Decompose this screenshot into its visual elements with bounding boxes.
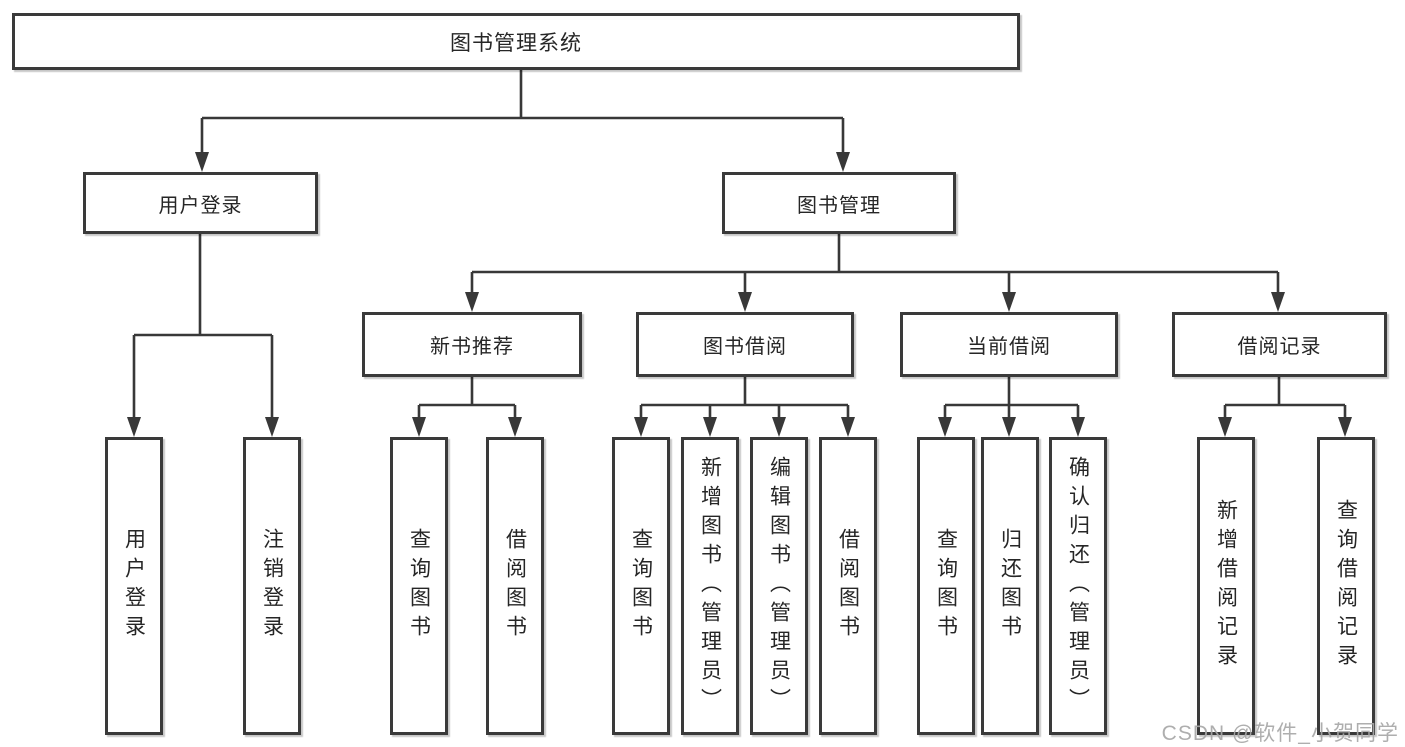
leaf-edit-books-admin: 编辑图书（管理员） xyxy=(750,437,808,735)
arrowhead-icon xyxy=(1071,417,1085,437)
leaf-borrow-books-recommend: 借阅图书 xyxy=(486,437,544,735)
leaf-return-books: 归还图书 xyxy=(981,437,1039,735)
arrowhead-icon xyxy=(1218,417,1232,437)
node-root-system: 图书管理系统 xyxy=(12,13,1020,70)
node-borrow-records: 借阅记录 xyxy=(1172,312,1387,377)
arrowhead-icon xyxy=(195,152,209,172)
arrowhead-icon xyxy=(412,417,426,437)
arrowhead-icon xyxy=(772,417,786,437)
arrowhead-icon xyxy=(738,292,752,312)
arrowhead-icon xyxy=(265,417,279,437)
connector-bookmgmt-to-level3 xyxy=(470,234,1280,294)
node-book-management-branch: 图书管理 xyxy=(722,172,956,234)
arrowhead-icon xyxy=(1002,417,1016,437)
node-new-book-recommend: 新书推荐 xyxy=(362,312,582,377)
leaf-query-books-current: 查询图书 xyxy=(917,437,975,735)
arrowhead-icon xyxy=(703,417,717,437)
connector-current-to-leaves xyxy=(943,377,1080,419)
arrowhead-icon xyxy=(1002,292,1016,312)
node-current-borrowing: 当前借阅 xyxy=(900,312,1118,377)
leaf-user-login: 用户登录 xyxy=(105,437,163,735)
connector-records-to-leaves xyxy=(1223,377,1347,419)
leaf-borrow-books: 借阅图书 xyxy=(819,437,877,735)
connector-newbooks-to-leaves xyxy=(417,377,517,419)
arrowhead-icon xyxy=(127,417,141,437)
leaf-confirm-return-admin: 确认归还（管理员） xyxy=(1049,437,1107,735)
arrowhead-icon xyxy=(1338,417,1352,437)
leaf-add-books-admin: 新增图书（管理员） xyxy=(681,437,739,735)
arrowhead-icon xyxy=(465,292,479,312)
connector-borrow-to-leaves xyxy=(639,377,850,419)
csdn-watermark: CSDN @软件_小贺同学 xyxy=(1161,722,1399,745)
arrowhead-icon xyxy=(836,152,850,172)
leaf-logout: 注销登录 xyxy=(243,437,301,735)
arrowhead-icon xyxy=(841,417,855,437)
connector-root-to-level2 xyxy=(200,70,845,154)
leaf-query-books-borrow: 查询图书 xyxy=(612,437,670,735)
leaf-query-books-recommend: 查询图书 xyxy=(390,437,448,735)
arrowhead-icon xyxy=(1271,292,1285,312)
arrowhead-icon xyxy=(508,417,522,437)
arrowhead-icon xyxy=(938,417,952,437)
leaf-query-borrow-record: 查询借阅记录 xyxy=(1317,437,1375,735)
arrowheads xyxy=(127,152,1352,437)
node-user-login-branch: 用户登录 xyxy=(83,172,318,234)
arrowhead-icon xyxy=(634,417,648,437)
leaf-add-borrow-record: 新增借阅记录 xyxy=(1197,437,1255,735)
connector-userlogin-to-leaves xyxy=(132,234,274,419)
node-book-borrowing: 图书借阅 xyxy=(636,312,854,377)
